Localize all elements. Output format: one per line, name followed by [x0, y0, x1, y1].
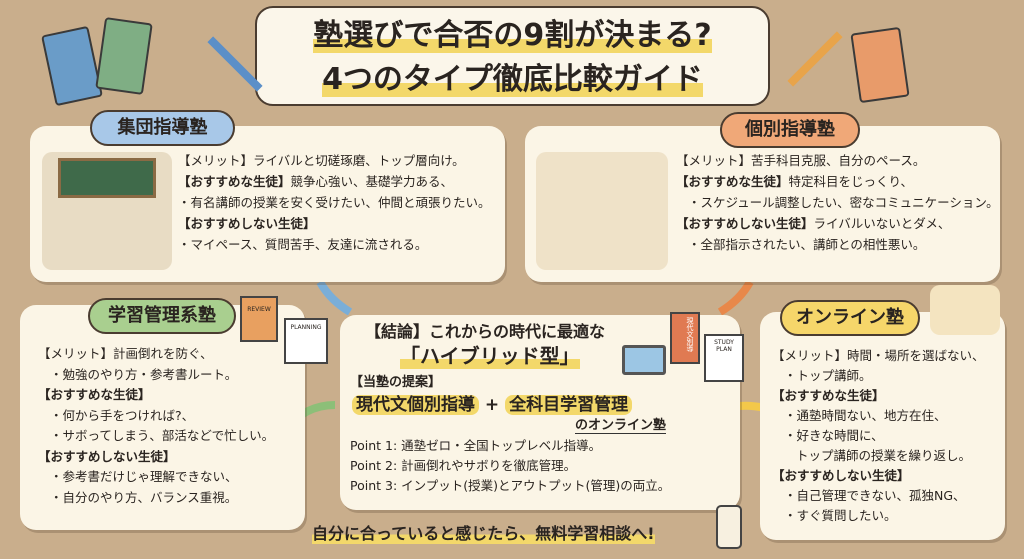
management-card — [20, 305, 305, 530]
review-book-icon: REVIEW — [240, 296, 278, 342]
notebook-icon — [850, 26, 910, 104]
laptop-icon — [622, 345, 666, 375]
proposal-line: 現代文個別指導 + 全科目学習管理 — [352, 390, 633, 415]
online-label: オンライン塾 — [780, 300, 920, 336]
online-text: 【メリット】時間・場所を選ばない、 ・トップ講師。 【おすすめな生徒】 ・通塾時… — [772, 348, 985, 523]
tutoring-illustration — [536, 152, 668, 270]
notebook-icon — [95, 17, 153, 95]
arrow-icon — [316, 279, 353, 316]
points-list: Point 1: 通塾ゼロ・全国トップレベル指導。 Point 2: 計画倒れや… — [350, 438, 671, 493]
smartphone-icon — [716, 505, 742, 549]
management-label: 学習管理系塾 — [88, 298, 236, 334]
notebook-icon — [41, 25, 103, 107]
online-card — [760, 312, 1005, 540]
title-line2: 4つのタイプ徹底比較ガイド — [322, 62, 703, 97]
title-banner: 塾選びで合否の9割が決まる? 4つのタイプ徹底比較ガイド — [255, 6, 770, 106]
pencil-icon — [787, 31, 843, 87]
conclusion-heading: 【結論】これからの時代に最適な — [365, 322, 606, 341]
planning-sheet-icon: PLANNING — [284, 318, 328, 364]
classroom-illustration — [42, 152, 172, 270]
individual-text: 【メリット】苦手科目克服、自分のペース。 【おすすめな生徒】特定科目をじっくり、… — [676, 153, 999, 252]
proposal-suffix: のオンライン塾 — [575, 414, 667, 434]
proposal-heading: 【当塾の提案】 — [350, 375, 442, 390]
footer-cta: 自分に合っていると感じたら、無料学習相談へ! — [312, 520, 655, 544]
title-line1: 塾選びで合否の9割が決まる? — [313, 18, 712, 53]
study-plan-icon: STUDY PLAN — [704, 334, 744, 382]
individual-label: 個別指導塾 — [720, 112, 860, 148]
hybrid-type: 「ハイブリッド型」 — [400, 340, 580, 369]
arrow-icon — [717, 279, 754, 316]
textbook-icon: 現代文別導 — [670, 312, 700, 364]
group-text: 【メリット】ライバルと切磋琢磨、トップ層向け。 【おすすめな生徒】競争心強い、基… — [178, 153, 491, 252]
student-laptop-illustration — [930, 285, 1000, 335]
group-label: 集団指導塾 — [90, 110, 235, 146]
management-text: 【メリット】計画倒れを防ぐ、 ・勉強のやり方・参考書ルート。 【おすすめな生徒】… — [38, 346, 275, 505]
